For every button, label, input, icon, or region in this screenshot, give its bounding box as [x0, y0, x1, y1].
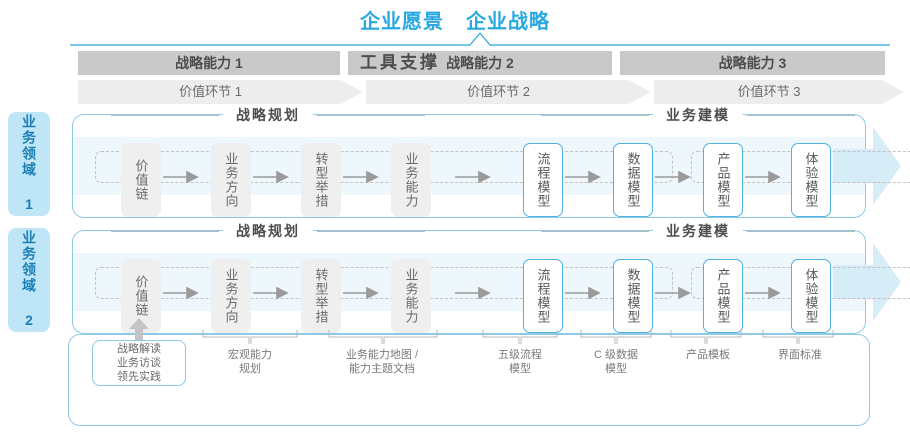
brace-connector: [670, 330, 742, 344]
domain-row-2: 战略规划 业务建模 价值链 业务方向 转型举措 业务能力 流程模型 数据模型 产…: [72, 222, 910, 334]
value-chain-1-label: 价值环节 1: [179, 84, 242, 99]
row-1-modeling-rule-right: [747, 115, 855, 116]
arrow-icon: [343, 287, 379, 299]
arrow-icon: [163, 287, 199, 299]
arrow-icon: [163, 171, 199, 183]
row-2-planning-rule-left: [111, 231, 219, 232]
note-c-level-data-model: C 级数据 模型: [576, 348, 656, 376]
node-process-model[interactable]: 流程模型: [523, 259, 563, 333]
row-2-planning-rule-right: [317, 231, 425, 232]
arrow-icon: [343, 171, 379, 183]
arrow-icon: [655, 171, 691, 183]
brace-connector: [328, 330, 438, 344]
note-line: 五级流程: [498, 349, 542, 361]
note-line: 业务能力地图 /: [345, 349, 419, 361]
row-1-modeling-caption: 业务建模: [653, 106, 743, 124]
note-macro-capability-plan: 宏观能力 规划: [202, 348, 298, 376]
note-line: 模型: [605, 363, 627, 375]
upward-arrow-icon: [129, 318, 149, 340]
strategy-label: 企业战略: [466, 11, 550, 33]
node-product-model[interactable]: 产品模型: [703, 143, 743, 217]
value-chain-1[interactable]: 价值环节 1: [78, 80, 363, 104]
note-line: 模型: [509, 363, 531, 375]
note-capability-map: 业务能力地图 / 能力主题文档: [322, 348, 442, 376]
node-product-model[interactable]: 产品模型: [703, 259, 743, 333]
note-line: 界面标准: [778, 349, 822, 361]
value-chain-2[interactable]: 价值环节 2: [366, 80, 651, 104]
row-1-planning-rule-right: [317, 115, 425, 116]
row-2-planning-track: [95, 267, 673, 299]
arrow-icon: [253, 287, 289, 299]
note-line: 领先实践: [117, 371, 161, 383]
arrow-icon: [455, 171, 491, 183]
note-line: 规划: [239, 363, 261, 375]
note-line: 宏观能力: [228, 349, 272, 361]
node-transformation-measures[interactable]: 转型举措: [301, 143, 341, 217]
note-line: 业务访谈: [117, 357, 161, 369]
note-line: 战略解读: [117, 343, 161, 355]
note-strategy-inputs: 战略解读 业务访谈 领先实践: [92, 340, 186, 386]
arrow-icon: [455, 287, 491, 299]
arrow-icon: [565, 287, 601, 299]
row-2-modeling-caption: 业务建模: [653, 222, 743, 240]
note-line: 产品模板: [686, 349, 730, 361]
tools-support-panel: [68, 334, 870, 426]
note-product-template: 产品模板: [668, 348, 748, 362]
arrow-icon: [655, 287, 691, 299]
note-line: 能力主题文档: [349, 363, 415, 375]
node-business-direction[interactable]: 业务方向: [211, 259, 251, 333]
value-chain-row: 价值环节 1 价值环节 2 价值环节 3: [0, 80, 910, 104]
arrow-icon: [565, 171, 601, 183]
domain-row-1: 战略规划 业务建模 价值链 业务方向 转型举措 业务能力 流程模型 数据模型 产…: [72, 106, 910, 218]
node-experience-model[interactable]: 体验模型: [791, 143, 831, 217]
row-1-modeling-rule-left: [541, 115, 649, 116]
value-chain-3-label: 价值环节 3: [737, 84, 801, 99]
note-interface-standard: 界面标准: [760, 348, 840, 362]
tools-support-title: 工具支撑: [360, 53, 440, 72]
row-2-flow-arrow-icon: [833, 243, 901, 321]
page-title: 企业愿景 企业战略: [0, 5, 910, 34]
node-value-chain[interactable]: 价值链: [121, 143, 161, 217]
node-data-model[interactable]: 数据模型: [613, 259, 653, 333]
vision-connector-line: [70, 32, 890, 46]
note-line: C 级数据: [594, 349, 638, 361]
capability-bar-1[interactable]: 战略能力 1: [78, 51, 340, 75]
node-business-capability[interactable]: 业务能力: [391, 143, 431, 217]
node-experience-model[interactable]: 体验模型: [791, 259, 831, 333]
note-five-level-process-model: 五级流程 模型: [478, 348, 562, 376]
row-1-flow-arrow-icon: [833, 127, 901, 205]
arrow-icon: [745, 287, 781, 299]
value-chain-2-label: 价值环节 2: [467, 84, 530, 99]
row-1-planning-caption: 战略规划: [223, 106, 313, 124]
capability-bar-2[interactable]: 战略能力 2: [348, 51, 612, 75]
row-2-planning-caption: 战略规划: [223, 222, 313, 240]
node-business-capability[interactable]: 业务能力: [391, 259, 431, 333]
row-1-planning-rule-left: [111, 115, 219, 116]
row-2-modeling-rule-left: [541, 231, 649, 232]
arrow-icon: [745, 171, 781, 183]
node-business-direction[interactable]: 业务方向: [211, 143, 251, 217]
brace-connector: [482, 330, 558, 344]
row-2-modeling-rule-right: [747, 231, 855, 232]
node-transformation-measures[interactable]: 转型举措: [301, 259, 341, 333]
node-data-model[interactable]: 数据模型: [613, 143, 653, 217]
row-1-planning-track: [95, 151, 673, 183]
domain-label-2[interactable]: 业务领域 2: [8, 228, 50, 332]
capability-bar-3[interactable]: 战略能力 3: [620, 51, 885, 75]
node-process-model[interactable]: 流程模型: [523, 143, 563, 217]
arrow-icon: [253, 171, 289, 183]
brace-connector: [202, 330, 298, 344]
brace-connector: [580, 330, 652, 344]
value-chain-3[interactable]: 价值环节 3: [654, 80, 904, 104]
vision-label: 企业愿景: [360, 11, 444, 33]
domain-label-1[interactable]: 业务领域 1: [8, 112, 50, 216]
brace-connector: [762, 330, 834, 344]
